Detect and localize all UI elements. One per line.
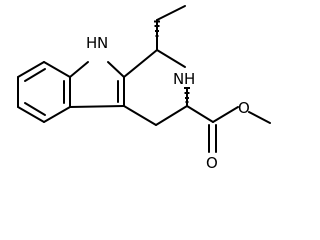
bond-c3-c4	[155, 105, 188, 126]
label-indole-h: H	[86, 34, 97, 52]
label-ring-h: H	[184, 70, 195, 88]
label-indole-n: N	[97, 34, 108, 52]
label-ring-n: N	[173, 70, 184, 88]
bond-ethyl-methyl	[156, 5, 186, 21]
stereo-hash	[185, 101, 189, 103]
bond-c4b-c3a	[69, 105, 125, 108]
bond-c7a-c7	[43, 61, 71, 78]
bond-c7-c6	[17, 61, 45, 78]
stereo-hash	[156, 40, 158, 42]
structure-diagram: H N N H O O	[17, 5, 271, 172]
stereo-hash	[155, 35, 159, 37]
bond-c3-carbonyl	[186, 105, 214, 123]
label-ester-oxygen: O	[238, 99, 250, 117]
bond-c5-c4	[17, 106, 45, 123]
bond-c7-c6-inner	[24, 68, 46, 82]
molecule-svg: H N N H O O	[17, 5, 271, 172]
stereo-hash	[154, 25, 160, 27]
bond-n-c9a	[107, 61, 125, 78]
bond-c5-c4-inner	[24, 102, 46, 116]
stereo-hash	[184, 87, 190, 89]
bond-carbonyl-oxygen	[212, 106, 239, 123]
bond-oxygen-methyl	[248, 111, 271, 124]
bond-c1-n2	[156, 49, 186, 68]
bond-c9a-c1	[123, 49, 158, 78]
label-carbonyl-oxygen: O	[206, 154, 218, 172]
bond-group	[17, 5, 271, 153]
stereo-hash	[184, 92, 190, 94]
bond-c7a-n	[69, 61, 89, 78]
bond-c4-c4b	[123, 105, 157, 126]
stereo-hash	[154, 20, 160, 23]
stereo-hash	[155, 30, 159, 32]
stereo-hash	[185, 97, 189, 99]
bond-c4-c3a	[43, 106, 71, 123]
stereo-hash-group	[154, 20, 190, 103]
